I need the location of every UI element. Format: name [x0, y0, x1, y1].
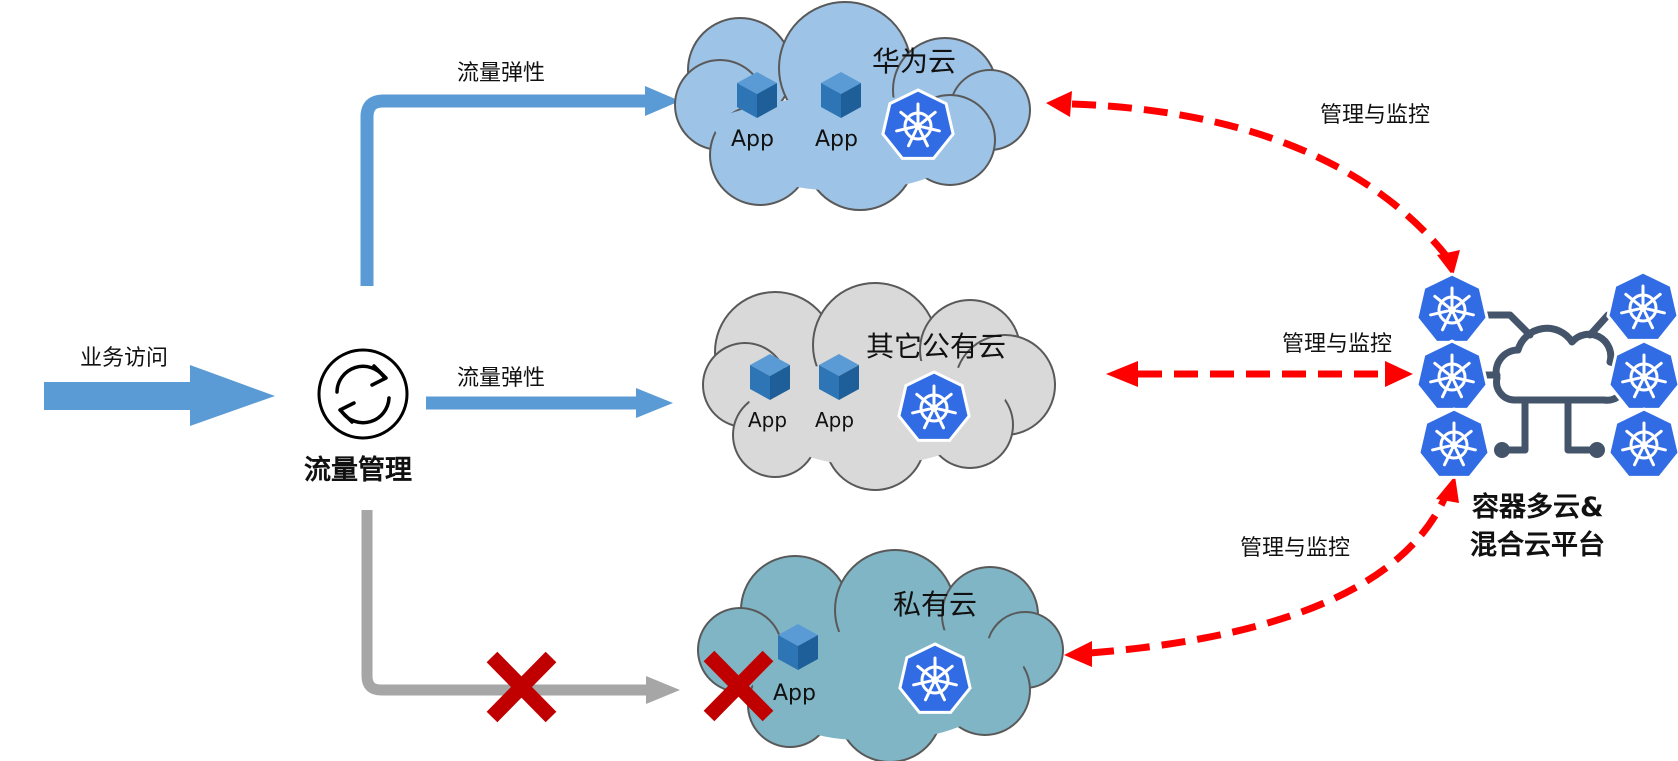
huawei-cloud-title: 华为云: [872, 45, 957, 78]
monitor-arrowhead: [1437, 250, 1460, 276]
monitor-link-private: [1089, 493, 1450, 657]
flow-to-public-arrowhead: [636, 388, 673, 418]
app-label: App: [773, 681, 816, 706]
kubernetes-helm-icon: [1415, 272, 1489, 344]
app-label: App: [815, 127, 858, 152]
kubernetes-helm-icon: [881, 88, 955, 160]
flow-to-private-arrowhead: [646, 676, 680, 704]
monitor-arrowhead: [1106, 361, 1138, 387]
monitor-arrowhead: [1046, 91, 1072, 117]
access-label: 业务访问: [80, 346, 169, 371]
public-cloud-title: 其它公有云: [866, 330, 1007, 363]
private-cloud-title: 私有云: [893, 588, 978, 621]
monitor-label-top: 管理与监控: [1320, 103, 1431, 128]
elastic-label-middle: 流量弹性: [457, 366, 546, 391]
traffic-manager-label: 流量管理: [304, 455, 412, 486]
kubernetes-helm-icon: [1607, 407, 1678, 479]
app-label: App: [815, 408, 855, 432]
kubernetes-helm-icon: [1606, 270, 1678, 342]
kubernetes-helm-icon: [1415, 339, 1489, 411]
monitor-arrowhead: [1064, 641, 1092, 667]
monitor-link-huawei: [1071, 100, 1451, 261]
app-label: App: [731, 127, 774, 152]
kubernetes-helm-icon: [898, 642, 972, 714]
flow-to-huawei-arrowhead: [645, 86, 680, 116]
kubernetes-helm-icon: [1607, 339, 1678, 411]
platform-label-line1: 容器多云&: [1472, 492, 1604, 523]
flow-to-private: [361, 510, 650, 696]
monitor-label-middle: 管理与监控: [1282, 332, 1393, 357]
kubernetes-helm-icon: [1417, 407, 1491, 479]
monitor-arrowhead: [1436, 476, 1459, 503]
monitor-label-bottom: 管理与监控: [1240, 536, 1351, 561]
monitor-arrowhead: [1385, 361, 1413, 387]
hub-node: [1494, 442, 1510, 458]
app-label: App: [748, 408, 788, 432]
elastic-label-top: 流量弹性: [457, 61, 546, 86]
platform-label-line2: 混合云平台: [1470, 530, 1605, 561]
kubernetes-helm-icon: [897, 370, 971, 442]
access-arrow: [44, 365, 275, 426]
hub-node: [1589, 442, 1605, 458]
flow-to-huawei: [360, 94, 650, 286]
sync-arrows-icon: [317, 348, 409, 440]
